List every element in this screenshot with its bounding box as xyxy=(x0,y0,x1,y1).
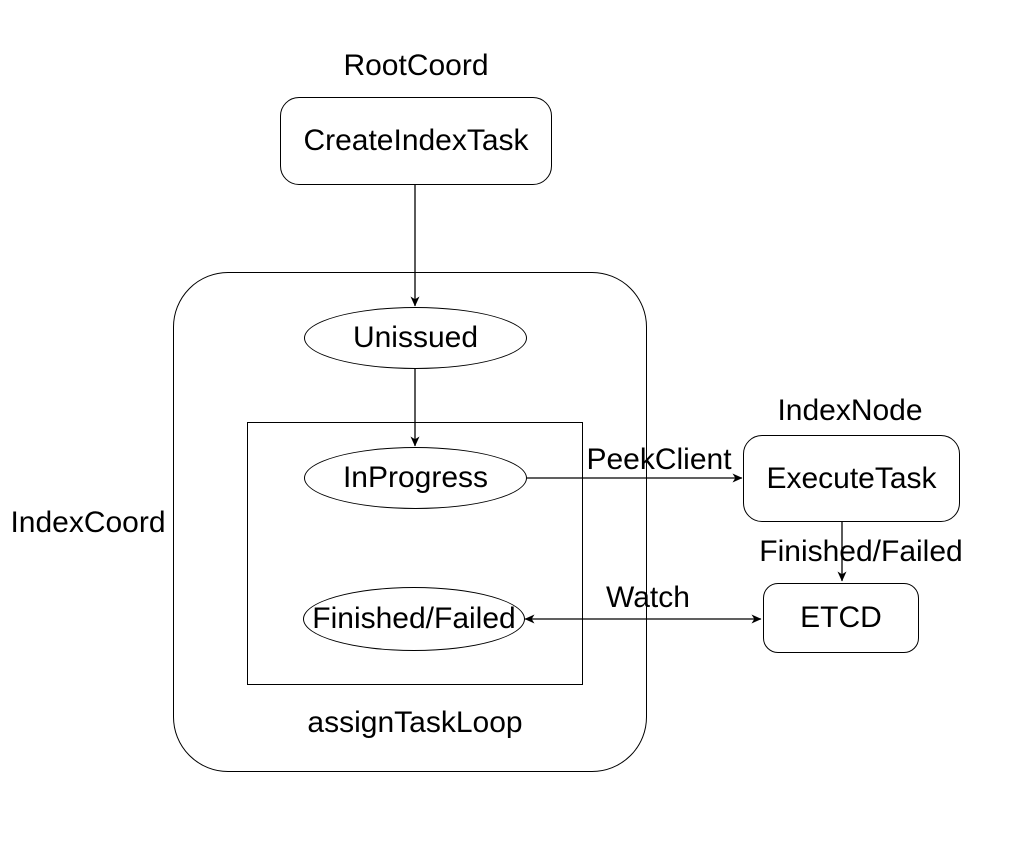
group-label-indexcoord: IndexCoord xyxy=(10,506,166,539)
node-in-progress: InProgress xyxy=(304,447,527,509)
node-unissued: Unissued xyxy=(304,307,527,369)
index-coord-container xyxy=(173,272,647,772)
group-label-rootcoord: RootCoord xyxy=(343,49,489,82)
edge-label-finishedfailed: Finished/Failed xyxy=(759,535,963,568)
group-label-assigntaskloop: assignTaskLoop xyxy=(307,706,523,739)
node-etcd: ETCD xyxy=(763,583,919,653)
node-execute-task: ExecuteTask xyxy=(743,435,960,522)
edge-label-watch: Watch xyxy=(606,581,690,614)
node-create-index-task: CreateIndexTask xyxy=(280,97,552,185)
edge-label-peekclient: PeekClient xyxy=(586,443,732,476)
node-finished-failed: Finished/Failed xyxy=(303,587,525,651)
group-label-indexnode: IndexNode xyxy=(777,394,923,427)
